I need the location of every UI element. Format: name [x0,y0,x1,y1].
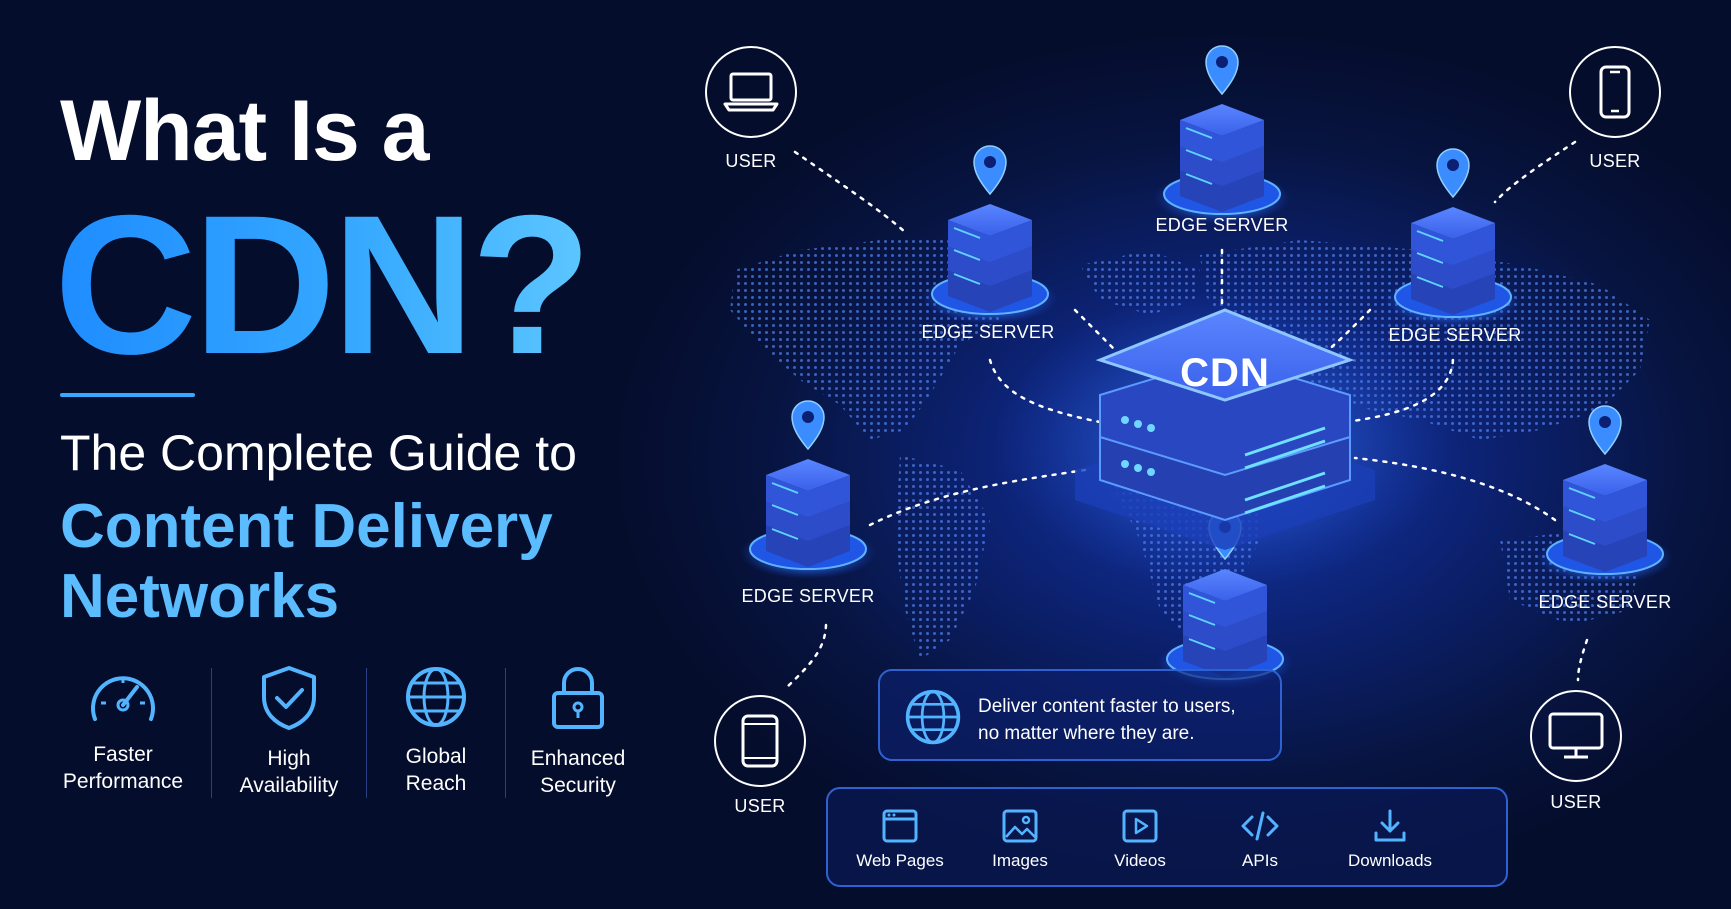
laptop-icon [723,72,779,112]
subtitle-line-1: The Complete Guide to [60,425,577,481]
feature-divider [505,668,506,798]
edge-server-west [739,400,877,580]
content-type-label: Downloads [1347,851,1433,870]
feature-divider [211,668,212,798]
content-type-label: APIs [1242,851,1278,870]
feature-label: Availability [239,774,339,797]
feature-label: Reach [405,772,467,795]
user-label: USER [734,796,786,816]
code-icon [1241,811,1279,841]
download-icon [1374,809,1406,842]
user-laptop [705,46,797,138]
content-types-panel: Web Pages Images Videos APIs Downloads [826,787,1508,887]
content-type-images: Images [960,809,1080,871]
content-type-apis: APIs [1200,809,1320,871]
message-line-2: no matter where they are. [978,723,1195,744]
content-type-label: Web Pages [856,851,944,870]
monitor-icon [1548,712,1604,759]
feature-label: Global [405,745,467,768]
edge-server-label: EDGE SERVER [1155,215,1289,235]
subtitle-line-3: Networks [60,562,340,631]
feature-label: Security [540,774,616,797]
phone-icon [1599,65,1631,119]
edge-server-label: EDGE SERVER [741,586,875,606]
content-type-web-pages: Web Pages [840,809,960,871]
title-line-2: CDN? [54,174,592,395]
edge-server-label: EDGE SERVER [921,322,1055,342]
feature-label: High [267,747,311,770]
edge-server-north [1153,45,1291,225]
cdn-hub-label: CDN [1180,351,1270,395]
user-label: USER [1589,151,1641,171]
title-divider [60,393,195,397]
edge-server-label: EDGE SERVER [1538,592,1672,612]
edge-server-label: EDGE SERVER [1388,325,1522,345]
play-icon [1122,809,1158,843]
user-label: USER [1550,792,1602,812]
feature-divider [366,668,367,798]
message-line-1: Deliver content faster to users, [978,696,1236,717]
content-type-label: Images [992,851,1048,870]
cdn-hub [1075,308,1375,550]
shield-check-icon [262,666,316,730]
title-line-1: What Is a [60,83,430,179]
user-monitor [1530,690,1622,782]
edge-server-east [1536,405,1674,585]
globe-icon [406,667,466,727]
delivery-message-box: Deliver content faster to users, no matte… [878,669,1282,761]
user-label: USER [725,151,777,171]
padlock-icon [552,667,604,729]
speedometer-icon [91,676,155,721]
user-tablet [714,695,806,787]
content-type-label: Videos [1114,851,1166,870]
edge-server-north-west [921,145,1059,325]
tablet-icon [741,714,779,768]
content-type-videos: Videos [1080,809,1200,871]
feature-label: Faster [93,743,153,766]
globe-icon [905,689,961,745]
content-type-downloads: Downloads [1330,809,1450,871]
image-icon [1002,809,1038,843]
feature-label: Performance [62,770,184,793]
browser-window-icon [882,809,918,843]
feature-label: Enhanced [530,747,626,770]
subtitle-line-2: Content Delivery [60,492,553,561]
user-phone [1569,46,1661,138]
edge-server-north-east [1384,148,1522,328]
